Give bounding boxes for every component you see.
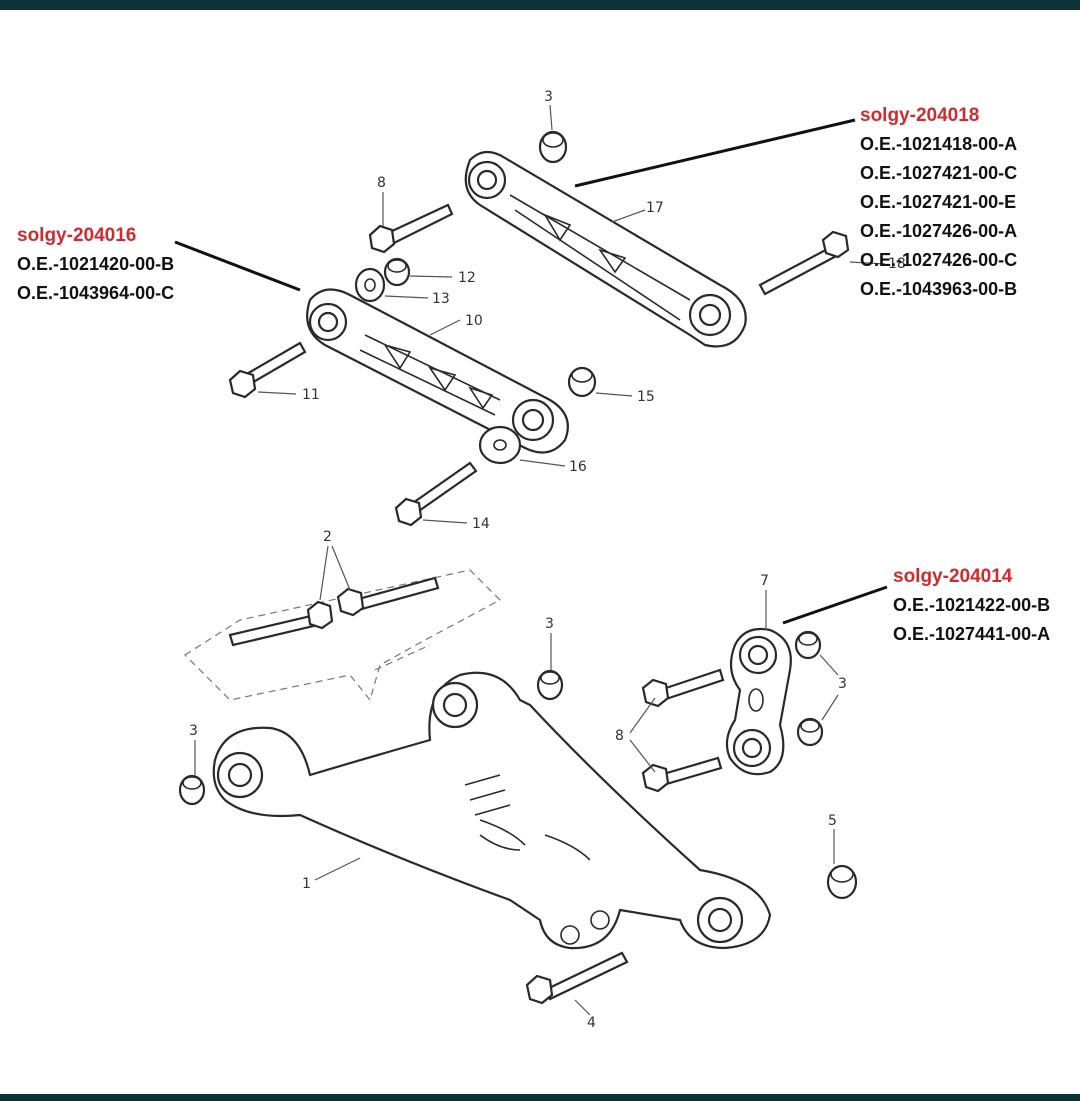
nut-15 bbox=[567, 366, 597, 398]
label-16: 16 bbox=[569, 459, 587, 475]
oe-number: O.E.-1027426-00-A bbox=[860, 221, 1018, 241]
label-17: 17 bbox=[646, 200, 664, 216]
bolts bbox=[228, 203, 850, 1005]
label-5: 5 bbox=[828, 813, 837, 829]
pointer-204018 bbox=[574, 118, 856, 188]
pointer-204016 bbox=[174, 240, 301, 292]
nut-12 bbox=[383, 257, 411, 287]
label-18: 18 bbox=[888, 256, 906, 272]
label-3-top: 3 bbox=[544, 89, 553, 105]
oe-number: O.E.-1043963-00-B bbox=[860, 279, 1018, 299]
leader-lines bbox=[194, 104, 886, 1016]
label-7: 7 bbox=[760, 573, 769, 589]
top-frame-bar bbox=[0, 0, 1080, 10]
oe-number: O.E.-1027441-00-A bbox=[893, 624, 1051, 644]
bolt-11 bbox=[228, 341, 307, 399]
bolt-2-rear bbox=[228, 600, 334, 647]
label-3-left: 3 bbox=[189, 723, 198, 739]
label-4: 4 bbox=[587, 1015, 596, 1031]
toe-link-7 bbox=[725, 627, 792, 776]
part-number-labels: 3 8 12 13 10 11 15 16 14 17 18 2 3 3 7 3… bbox=[189, 89, 906, 1031]
bolt-2-front bbox=[336, 576, 440, 617]
oe-number: O.E.-1043964-00-C bbox=[17, 283, 175, 303]
bolt-4 bbox=[525, 951, 629, 1005]
callout-204014: solgy-204014 O.E.-1021422-00-B O.E.-1027… bbox=[893, 562, 1050, 649]
nut-5 bbox=[826, 864, 858, 900]
oe-number: O.E.-1021418-00-A bbox=[860, 134, 1018, 154]
bolt-8-upper bbox=[368, 203, 454, 254]
label-2: 2 bbox=[323, 529, 332, 545]
nuts-and-washers bbox=[178, 130, 858, 900]
bolt-14 bbox=[394, 461, 478, 527]
link-arm-10 bbox=[306, 288, 569, 454]
label-1: 1 bbox=[302, 876, 311, 892]
nut-3-middle bbox=[536, 669, 564, 701]
oe-number: O.E.-1027421-00-C bbox=[860, 163, 1018, 183]
label-13: 13 bbox=[432, 291, 450, 307]
bolt-18 bbox=[758, 230, 850, 296]
bottom-frame-bar bbox=[0, 1094, 1080, 1101]
label-15: 15 bbox=[637, 389, 655, 405]
upper-link-arm-17 bbox=[464, 150, 747, 348]
oe-number: O.E.-1027421-00-E bbox=[860, 192, 1017, 212]
nut-3-left bbox=[178, 774, 206, 806]
part-number-204018: solgy-204018 bbox=[860, 105, 980, 126]
label-14: 14 bbox=[472, 516, 490, 532]
washer-16 bbox=[478, 425, 522, 465]
part-number-204016: solgy-204016 bbox=[17, 225, 137, 246]
label-3-middle: 3 bbox=[545, 616, 554, 632]
bolt-8-toe-upper bbox=[641, 668, 725, 708]
label-8-upper: 8 bbox=[377, 175, 386, 191]
oe-number: O.E.-1021420-00-B bbox=[17, 254, 175, 274]
label-11: 11 bbox=[302, 387, 320, 403]
nut-3-toe-lower bbox=[796, 717, 824, 747]
label-10: 10 bbox=[465, 313, 483, 329]
pointer-204014 bbox=[782, 585, 888, 625]
bolt-8-toe-lower bbox=[641, 756, 723, 793]
washer-13 bbox=[354, 267, 386, 303]
oe-number: O.E.-1027426-00-C bbox=[860, 250, 1018, 270]
oe-number: O.E.-1021422-00-B bbox=[893, 595, 1051, 615]
lower-control-arm-1 bbox=[212, 671, 772, 950]
label-8-toe: 8 bbox=[615, 728, 624, 744]
part-number-204014: solgy-204014 bbox=[893, 566, 1013, 587]
label-3-toe: 3 bbox=[838, 676, 847, 692]
callout-204018: solgy-204018 O.E.-1021418-00-A O.E.-1027… bbox=[860, 101, 1017, 304]
nut-3-toe-upper bbox=[794, 630, 822, 660]
label-12: 12 bbox=[458, 270, 476, 286]
callout-204016: solgy-204016 O.E.-1021420-00-B O.E.-1043… bbox=[17, 221, 174, 308]
nut-3-top bbox=[538, 130, 568, 164]
